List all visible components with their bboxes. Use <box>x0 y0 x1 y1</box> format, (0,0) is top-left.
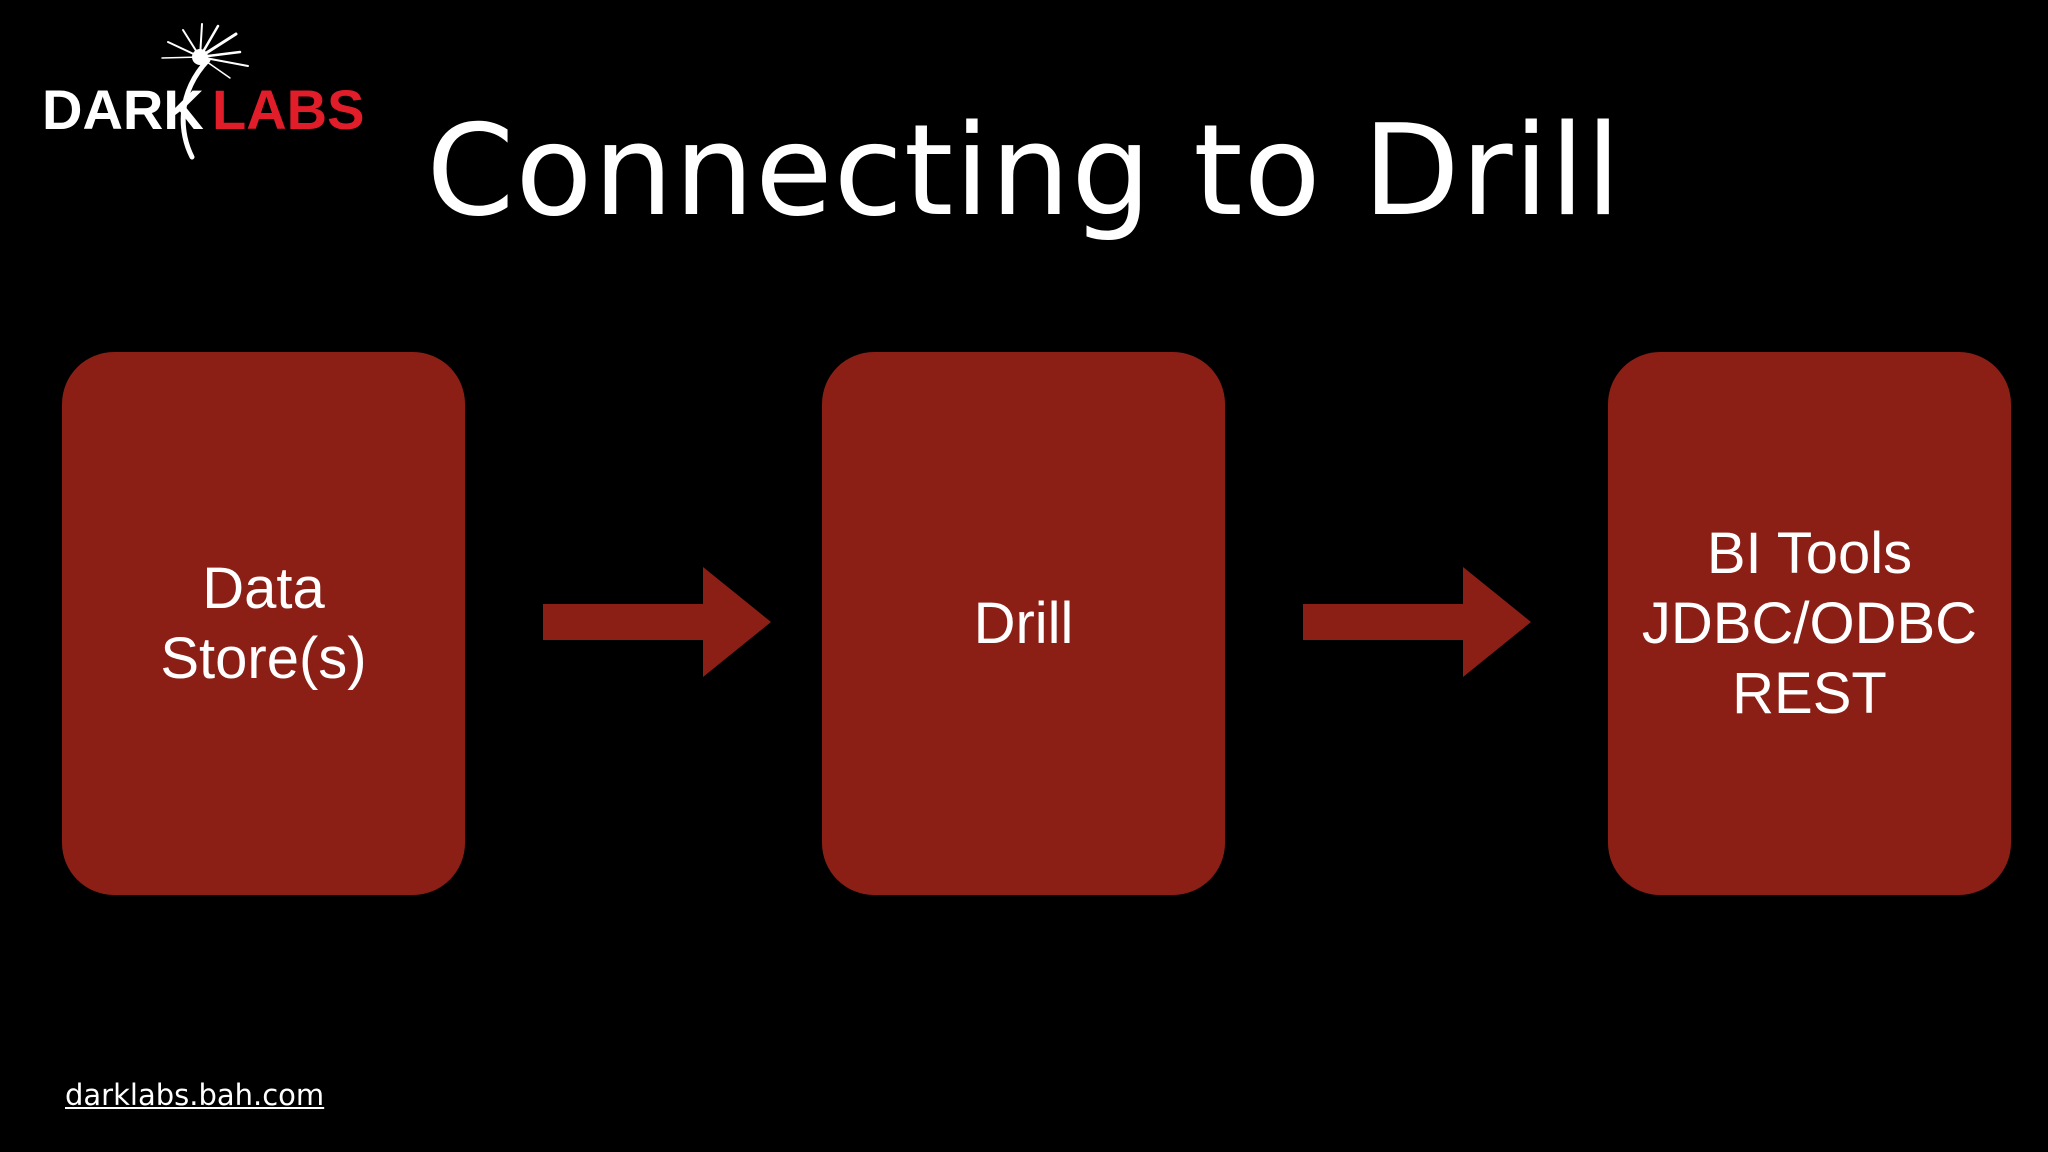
drill-box: Drill <box>822 352 1225 895</box>
data-store-box: Data Store(s) <box>62 352 465 895</box>
slide-title: Connecting to Drill <box>426 97 1622 244</box>
box-label-line: REST <box>1732 660 1887 726</box>
box-label-line: JDBC/ODBC <box>1641 590 1978 656</box>
swoosh-icon <box>180 57 211 160</box>
footer-website-link[interactable]: darklabs.bah.com <box>65 1078 325 1112</box>
right-arrow-icon <box>1303 567 1531 677</box>
right-arrow-icon <box>543 567 771 677</box>
box-label-line: Drill <box>973 590 1074 656</box>
darklabs-logo-graphic: DARK LABS <box>42 23 364 160</box>
box-label-line: BI Tools <box>1706 520 1913 586</box>
logo-text-labs: LABS <box>212 78 364 141</box>
bi-tools-box: BI Tools JDBC/ODBC REST <box>1608 352 2011 895</box>
darklabs-logo: DARK LABS <box>40 22 370 172</box>
box-label-line: Store(s) <box>160 625 367 691</box>
box-label-line: Data <box>202 555 325 621</box>
logo-text-dark: DARK <box>42 78 204 141</box>
